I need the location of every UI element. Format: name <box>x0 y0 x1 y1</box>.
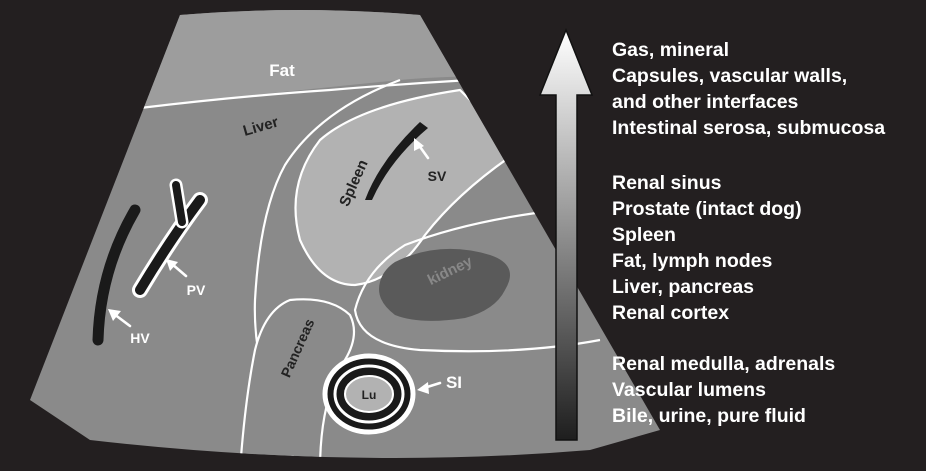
scale-item-prostate: Prostate (intact dog) <box>612 198 802 220</box>
small-intestine-lumen <box>344 375 394 413</box>
scale-item-vascular-lumens: Vascular lumens <box>612 379 766 401</box>
hepatic-vein <box>92 204 141 346</box>
scale-item-interfaces: and other interfaces <box>612 91 799 113</box>
sv-label: SV <box>428 168 447 184</box>
pv-label: PV <box>187 282 206 298</box>
scale-group-middle: Renal sinus Prostate (intact dog) Spleen… <box>612 170 802 326</box>
scale-item-fat-lymph: Fat, lymph nodes <box>612 250 773 272</box>
lu-label: Lu <box>362 388 377 402</box>
si-label: SI <box>446 373 462 392</box>
scale-item-intestinal-serosa: Intestinal serosa, submucosa <box>612 117 886 139</box>
scale-item-fluid: Bile, urine, pure fluid <box>612 405 806 427</box>
hv-arrow-head <box>108 309 121 321</box>
scale-group-bottom: Renal medulla, adrenals Vascular lumens … <box>612 351 835 429</box>
kidney-medulla <box>379 248 510 321</box>
scale-item-renal-sinus: Renal sinus <box>612 172 722 194</box>
pancreas-region <box>238 298 356 458</box>
scale-item-renal-cortex: Renal cortex <box>612 302 730 324</box>
spleen-region <box>294 88 522 287</box>
scale-item-renal-medulla: Renal medulla, adrenals <box>612 353 836 375</box>
scale-item-spleen: Spleen <box>612 224 676 246</box>
splenic-vein <box>365 122 428 200</box>
scale-item-gas-mineral: Gas, mineral <box>612 39 730 61</box>
scale-item-liver-pancreas: Liver, pancreas <box>612 276 755 298</box>
kidney-capsule <box>353 208 601 353</box>
pv-arrow-head <box>166 259 178 271</box>
si-arrow-head <box>417 382 429 394</box>
echogenicity-gradient-arrow <box>538 27 594 441</box>
scale-group-top: Gas, mineral Capsules, vascular walls, a… <box>612 37 885 141</box>
pointer-arrows <box>108 138 442 394</box>
fat-label: Fat <box>269 61 295 80</box>
hv-label: HV <box>130 330 150 346</box>
scale-item-capsules: Capsules, vascular walls, <box>612 65 848 87</box>
fat-liver-interface <box>139 78 471 110</box>
portal-vein <box>135 195 205 295</box>
portal-vein-branch <box>172 181 186 226</box>
sv-arrow-head <box>414 138 424 151</box>
